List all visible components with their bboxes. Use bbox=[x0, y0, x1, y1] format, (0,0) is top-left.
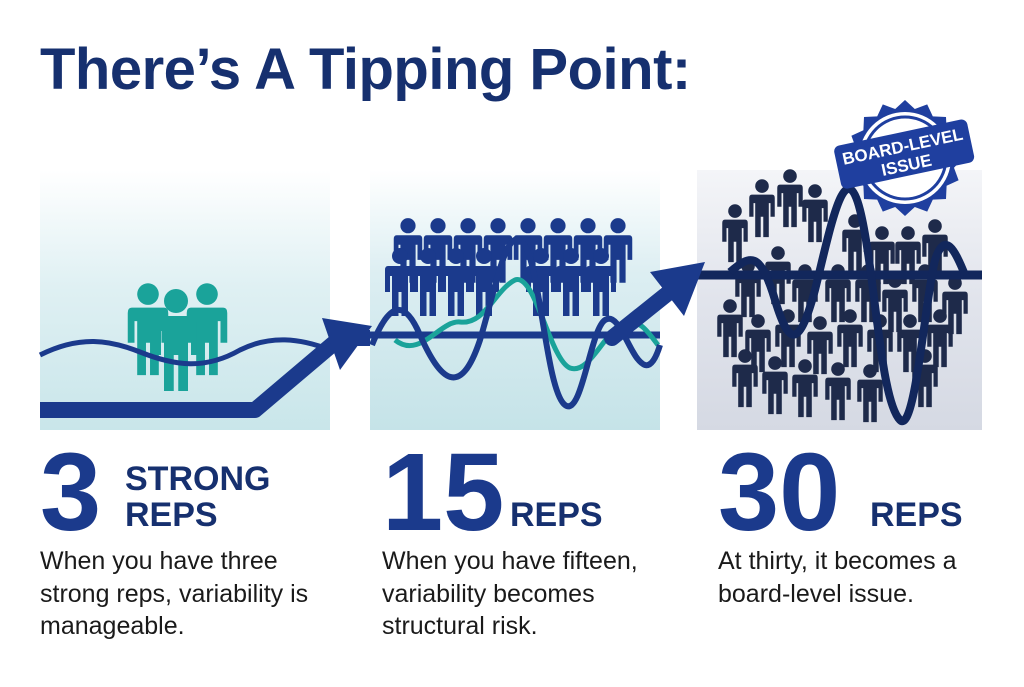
person-icon bbox=[825, 362, 851, 421]
person-icon bbox=[807, 316, 833, 375]
panel-1-description: When you have three strong reps, variabi… bbox=[40, 547, 309, 640]
person-icon bbox=[942, 276, 968, 335]
stat-3-unit: REPS bbox=[870, 496, 963, 534]
person-icon bbox=[732, 349, 758, 408]
person-icon bbox=[857, 364, 883, 423]
connecting-arrow-2 bbox=[604, 282, 680, 346]
arrow-head-1 bbox=[322, 318, 372, 370]
person-icon bbox=[722, 204, 748, 263]
person-icon bbox=[385, 248, 415, 316]
panel-2-navy-wave bbox=[369, 236, 663, 410]
panel-2-background bbox=[370, 170, 660, 430]
panel-3-big-wave bbox=[727, 184, 969, 426]
person-icon bbox=[441, 248, 471, 316]
person-icon bbox=[717, 299, 743, 358]
stat-1-unit-line2: REPS bbox=[125, 496, 218, 534]
stat-1-number: 3 bbox=[40, 431, 102, 554]
panel-1-wave bbox=[38, 337, 331, 367]
stat-2-number: 15 bbox=[382, 431, 505, 554]
person-icon bbox=[792, 359, 818, 418]
person-icon bbox=[802, 184, 828, 243]
page-title: There’s A Tipping Point: bbox=[40, 37, 691, 102]
person-icon bbox=[745, 314, 771, 373]
stat-3-number: 30 bbox=[718, 431, 841, 554]
person-icon bbox=[762, 356, 788, 415]
person-icon bbox=[749, 179, 775, 238]
board-level-badge: BOARD-LEVEL ISSUE bbox=[834, 100, 975, 216]
stat-2-unit: REPS bbox=[510, 496, 603, 534]
person-icon bbox=[927, 309, 953, 368]
person-icon bbox=[837, 309, 863, 368]
person-icon bbox=[413, 248, 443, 316]
arrow-head-2 bbox=[650, 262, 705, 316]
person-icon bbox=[556, 248, 586, 316]
person-icon bbox=[586, 248, 616, 316]
panel-3-description: At thirty, it becomes a board-level issu… bbox=[718, 547, 957, 608]
people-group-medium bbox=[385, 218, 633, 316]
stat-1-unit-line1: STRONG bbox=[125, 460, 271, 498]
panel-2-description: When you have fifteen, variability becom… bbox=[382, 547, 638, 640]
person-icon bbox=[777, 169, 803, 228]
